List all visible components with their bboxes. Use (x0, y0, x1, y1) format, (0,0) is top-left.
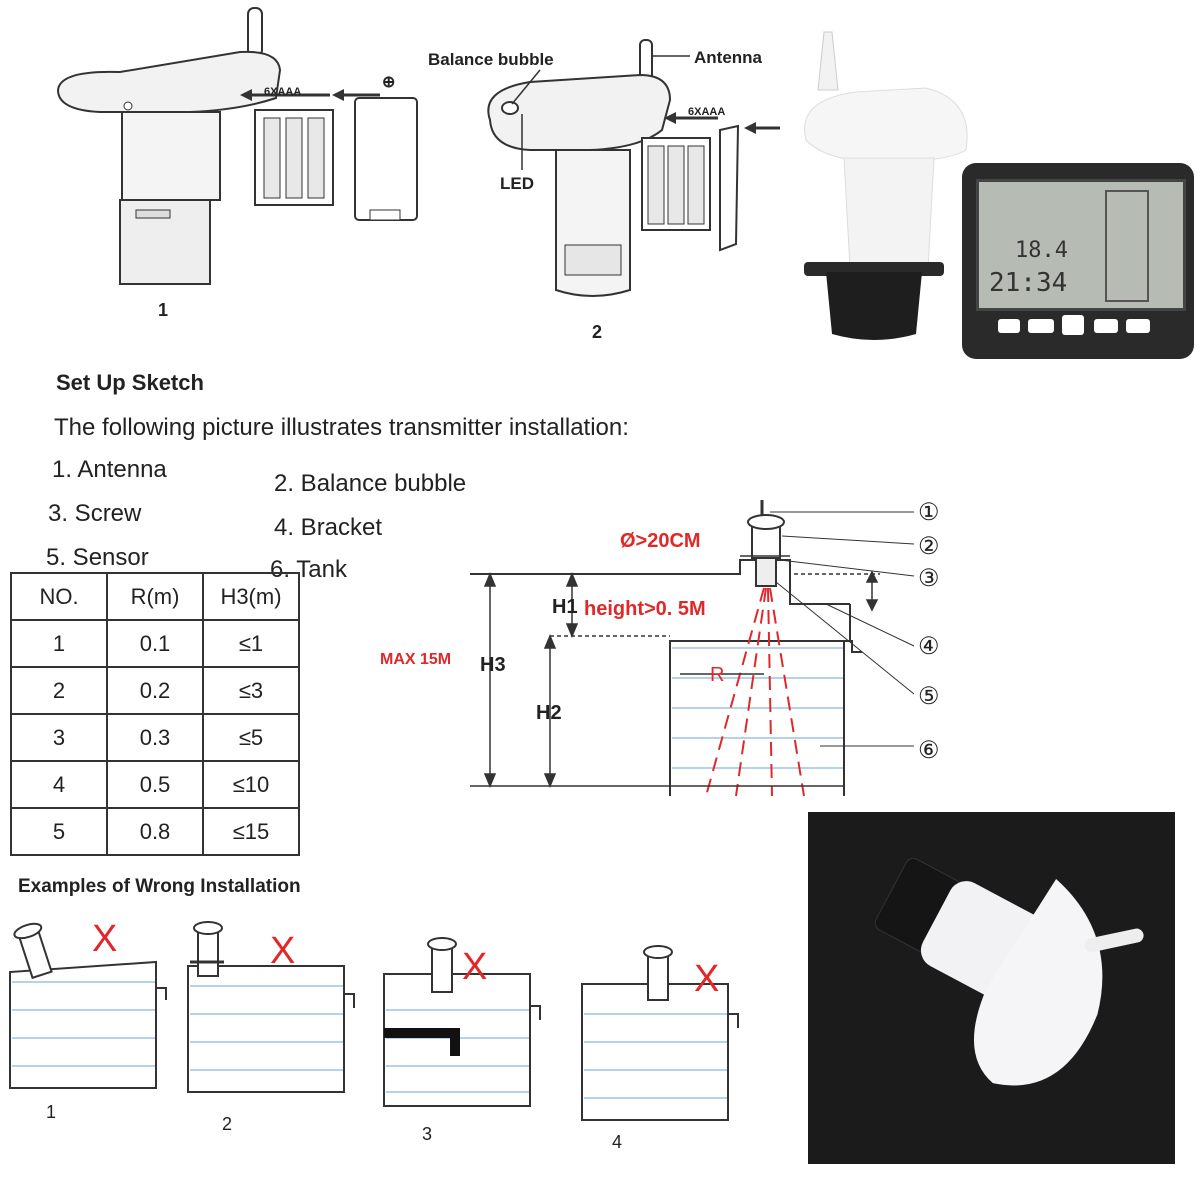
wrong-install-title: Examples of Wrong Installation (18, 876, 301, 897)
setup-item-2: 2. Balance bubble (274, 470, 467, 497)
wrong-label-3: 3 (422, 1124, 433, 1144)
setup-item-5: 5. Sensor (46, 544, 149, 571)
battery-label-1: 6XAAA (264, 86, 302, 98)
table-cell: 0.3 (106, 713, 204, 762)
table-cell: 4 (10, 760, 108, 809)
lcd-time: 21:34 (989, 268, 1068, 298)
wrong-example-4 (581, 945, 739, 1121)
unit-button-1[interactable] (998, 319, 1020, 333)
sensor-photo (804, 31, 968, 340)
wrong-mark-1: X (92, 918, 118, 960)
battery-label-2: 6XAAA (688, 106, 726, 118)
setup-item-1: 1. Antenna (52, 456, 167, 483)
callout-2: ② (918, 533, 940, 560)
table-cell: 3 (10, 713, 108, 762)
h1-label: H1 (552, 596, 578, 618)
balance-bubble-label: Balance bubble (428, 50, 554, 69)
lcd-tank-icon (1105, 190, 1149, 302)
table-cell: 2 (10, 666, 108, 715)
table-cell: 1 (10, 619, 108, 668)
table-header: R(m) (106, 572, 204, 621)
figure-2-drawing (487, 39, 780, 297)
led-label: LED (500, 174, 534, 193)
table-cell: 0.1 (106, 619, 204, 668)
table-row: 1 0.1 ≤1 (10, 619, 300, 668)
wrong-example-3 (383, 937, 541, 1107)
wrong-mark-3: X (462, 946, 488, 988)
unit-button-3[interactable] (1062, 315, 1084, 335)
setup-title: Set Up Sketch (56, 370, 204, 395)
setup-item-3: 3. Screw (48, 500, 142, 527)
table-cell: ≤15 (202, 807, 300, 856)
product-photo (808, 812, 1175, 1164)
table-header: NO. (10, 572, 108, 621)
antenna-label: Antenna (694, 48, 762, 67)
table-cell: 5 (10, 807, 108, 856)
table-cell: ≤3 (202, 666, 300, 715)
callout-4: ④ (918, 633, 940, 660)
diameter-label: Ø>20CM (620, 530, 701, 552)
wrong-mark-2: X (270, 930, 296, 972)
h2-label: H2 (536, 702, 562, 724)
table-row: 3 0.3 ≤5 (10, 713, 300, 762)
cover-symbol: ⊕ (382, 74, 396, 91)
setup-intro: The following picture illustrates transm… (54, 414, 629, 441)
table-row: 2 0.2 ≤3 (10, 666, 300, 715)
sensor-side-photo (874, 857, 1144, 1086)
figure-2-number: 2 (592, 322, 603, 342)
table-header: H3(m) (202, 572, 300, 621)
table-row: 5 0.8 ≤15 (10, 807, 300, 856)
display-unit: 18.4 21:34 (962, 163, 1194, 359)
height-note: height>0. 5M (584, 598, 706, 620)
wrong-mark-4: X (694, 958, 720, 1000)
callout-6: ⑥ (918, 737, 940, 764)
h3-label: H3 (480, 654, 506, 676)
table-cell: 0.5 (106, 760, 204, 809)
callout-1: ① (918, 499, 940, 526)
callout-3: ③ (918, 565, 940, 592)
lcd-screen: 18.4 21:34 (976, 179, 1186, 311)
table-cell: 0.2 (106, 666, 204, 715)
unit-button-5[interactable] (1126, 319, 1150, 333)
wrong-example-1 (9, 922, 167, 1089)
wrong-example-2 (187, 921, 355, 1093)
unit-button-2[interactable] (1028, 319, 1054, 333)
r-label: R (710, 664, 725, 686)
table-row: 4 0.5 ≤10 (10, 760, 300, 809)
table-cell: ≤10 (202, 760, 300, 809)
unit-button-4[interactable] (1094, 319, 1118, 333)
callout-5: ⑤ (918, 683, 940, 710)
table-cell: ≤1 (202, 619, 300, 668)
wrong-label-4: 4 (612, 1132, 623, 1152)
wrong-label-1: 1 (46, 1102, 57, 1122)
figure-1-drawing (56, 7, 418, 285)
max-label: MAX 15M (380, 651, 452, 668)
spec-table: NO. R(m) H3(m) 1 0.1 ≤1 2 0.2 ≤3 3 0.3 ≤… (10, 572, 300, 856)
table-cell: 0.8 (106, 807, 204, 856)
table-cell: ≤5 (202, 713, 300, 762)
figure-1-number: 1 (158, 300, 169, 320)
lcd-reading: 18.4 (1015, 238, 1068, 263)
wrong-label-2: 2 (222, 1114, 233, 1134)
installation-diagram (470, 500, 915, 797)
setup-item-4: 4. Bracket (274, 514, 383, 541)
table-header-row: NO. R(m) H3(m) (10, 572, 300, 621)
